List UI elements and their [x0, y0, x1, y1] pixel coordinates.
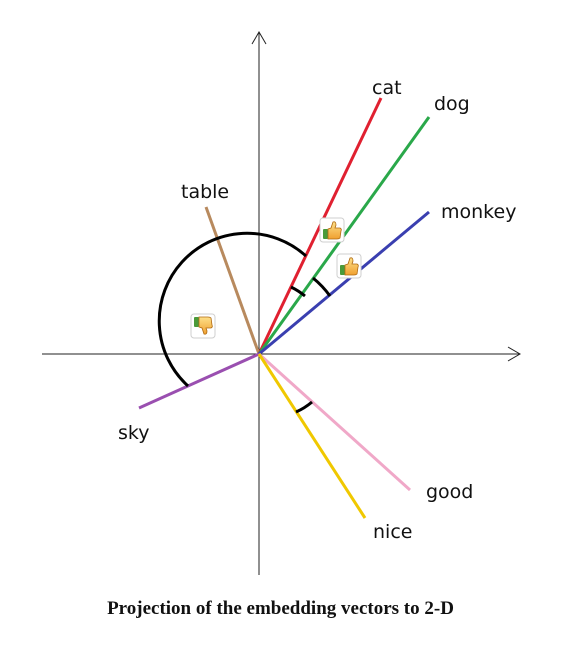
thumbs-up-icon: [336, 253, 362, 279]
arc-dog-to-monkey: [312, 276, 332, 297]
label-table: table: [181, 181, 229, 203]
arc-good-to-nice: [295, 400, 313, 414]
vector-sky: [138, 352, 260, 410]
vectors: [138, 97, 431, 519]
vector-monkey: [258, 210, 430, 356]
label-sky: sky: [118, 422, 149, 444]
label-dog: dog: [434, 93, 470, 115]
vector-table: [204, 206, 261, 355]
vector-nice: [257, 353, 367, 519]
thumbs-down-icon: [190, 313, 216, 339]
figure-caption: Projection of the embedding vectors to 2…: [107, 598, 454, 619]
label-nice: nice: [373, 521, 412, 543]
label-monkey: monkey: [441, 201, 516, 223]
angle-arcs: [157, 231, 332, 414]
y-axis-arrowhead: [251, 31, 267, 45]
vector-labels: cat dog monkey table sky good nice: [118, 77, 516, 543]
thumbs-up-icon: [319, 217, 345, 243]
label-cat: cat: [372, 77, 402, 99]
label-good: good: [426, 481, 473, 503]
arc-cat-to-dog: [290, 285, 306, 298]
x-axis-arrowhead: [507, 346, 521, 362]
arc-sky-to-cat: [157, 231, 308, 388]
axes: [42, 31, 521, 575]
vector-good: [257, 352, 412, 492]
